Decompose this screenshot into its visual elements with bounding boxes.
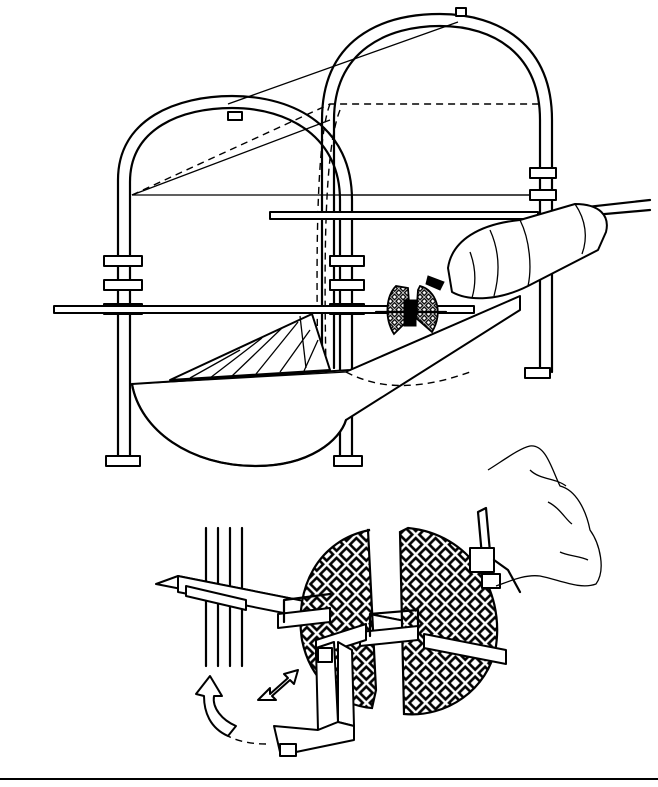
rear-hoop [320,7,554,379]
detail-handle [469,506,522,594]
cover-outline [131,21,540,371]
pivot-arrow-icon [195,675,267,745]
disc-assembly-small [374,275,448,336]
detail-pivot-tube [273,641,355,757]
top-assembly [53,7,652,468]
fish-body [447,203,608,300]
fish-head-sketch [487,445,602,587]
slide-arrow-icon [257,669,299,701]
detail-view [155,445,602,757]
trough [130,295,521,468]
top-rails [53,198,652,314]
